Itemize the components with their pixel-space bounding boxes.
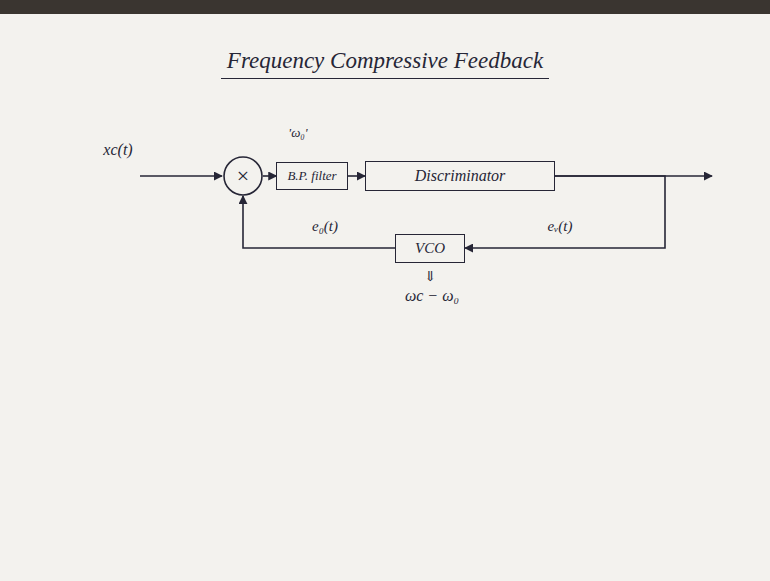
node-text: B.P. filter (287, 168, 336, 184)
frequency-note: 'ω₀' (286, 125, 309, 141)
frequency-note: ωc − ω₀ (403, 287, 461, 305)
signal-connector (263, 175, 276, 177)
input-wire (140, 175, 222, 177)
signal-name: e₀(t) (310, 218, 340, 235)
implies-mark: ⇓ (422, 268, 438, 285)
signal-name: eᵥ(t) (545, 218, 574, 235)
process-box: Discriminator (365, 161, 555, 191)
node-text: VCO (415, 240, 445, 257)
signal-name: xc(t) (101, 141, 134, 159)
diagram-title: Frequency Compressive Feedback (221, 48, 549, 79)
paper-edge (0, 0, 770, 14)
multiplier-circle: × (223, 156, 263, 196)
node-text: × (237, 163, 249, 189)
signal-connector (348, 175, 365, 177)
signal-connector (243, 196, 395, 248)
process-box: VCO (395, 234, 465, 263)
filter-box: B.P. filter (276, 162, 347, 190)
node-text: Discriminator (415, 167, 506, 185)
signal-connector (465, 176, 665, 248)
